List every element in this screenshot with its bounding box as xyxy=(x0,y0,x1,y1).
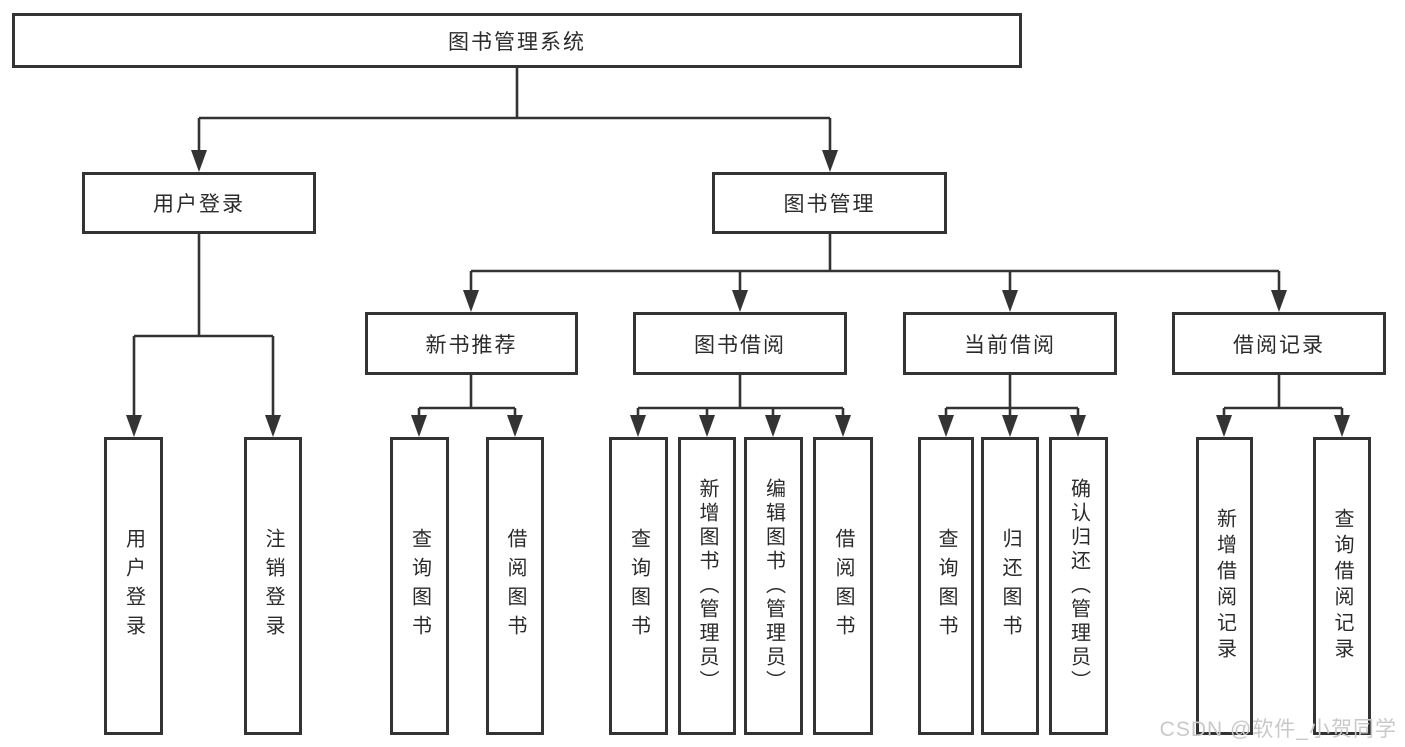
leaf-add-borrow-record: 新增借阅记录 xyxy=(1196,437,1253,735)
leaf-query-books-borrow: 查询图书 xyxy=(609,437,668,735)
leaf-label: 查询借阅记录 xyxy=(1331,508,1353,664)
leaf-borrow-books: 借阅图书 xyxy=(813,437,873,735)
leaf-label: 借阅图书 xyxy=(832,528,854,644)
leaf-edit-books-admin: 编辑图书（管理员） xyxy=(744,437,803,735)
leaf-label: 查询图书 xyxy=(627,528,650,644)
node-root: 图书管理系统 xyxy=(12,13,1022,68)
node-book-borrow: 图书借阅 xyxy=(633,312,847,375)
leaf-confirm-return-admin: 确认归还（管理员） xyxy=(1049,437,1108,735)
leaf-user-login: 用户登录 xyxy=(104,437,163,735)
leaf-borrow-books-newbook: 借阅图书 xyxy=(486,437,544,735)
node-book-management: 图书管理 xyxy=(712,172,947,234)
leaf-add-books-admin: 新增图书（管理员） xyxy=(678,437,736,735)
leaf-label: 确认归还（管理员） xyxy=(1067,478,1090,694)
leaf-label: 查询图书 xyxy=(408,528,431,644)
node-user-login: 用户登录 xyxy=(82,172,316,234)
node-borrow-records: 借阅记录 xyxy=(1172,312,1386,375)
leaf-label: 编辑图书（管理员） xyxy=(762,478,785,694)
node-current-borrow: 当前借阅 xyxy=(903,312,1117,375)
leaf-return-books: 归还图书 xyxy=(981,437,1039,735)
leaf-logout: 注销登录 xyxy=(244,437,302,735)
leaf-label: 新增借阅记录 xyxy=(1213,508,1236,664)
leaf-query-books-newbook: 查询图书 xyxy=(390,437,449,735)
leaf-query-borrow-record: 查询借阅记录 xyxy=(1313,437,1371,735)
leaf-label: 注销登录 xyxy=(262,528,284,644)
leaf-label: 归还图书 xyxy=(999,528,1021,644)
node-new-book-recommend: 新书推荐 xyxy=(365,312,578,375)
leaf-label: 查询图书 xyxy=(935,528,957,644)
watermark: CSDN @软件_小贺同学 xyxy=(1159,718,1397,741)
leaf-query-books-current: 查询图书 xyxy=(918,437,974,735)
leaf-label: 新增图书（管理员） xyxy=(696,478,718,694)
leaf-label: 用户登录 xyxy=(122,528,145,644)
leaf-label: 借阅图书 xyxy=(504,528,526,644)
